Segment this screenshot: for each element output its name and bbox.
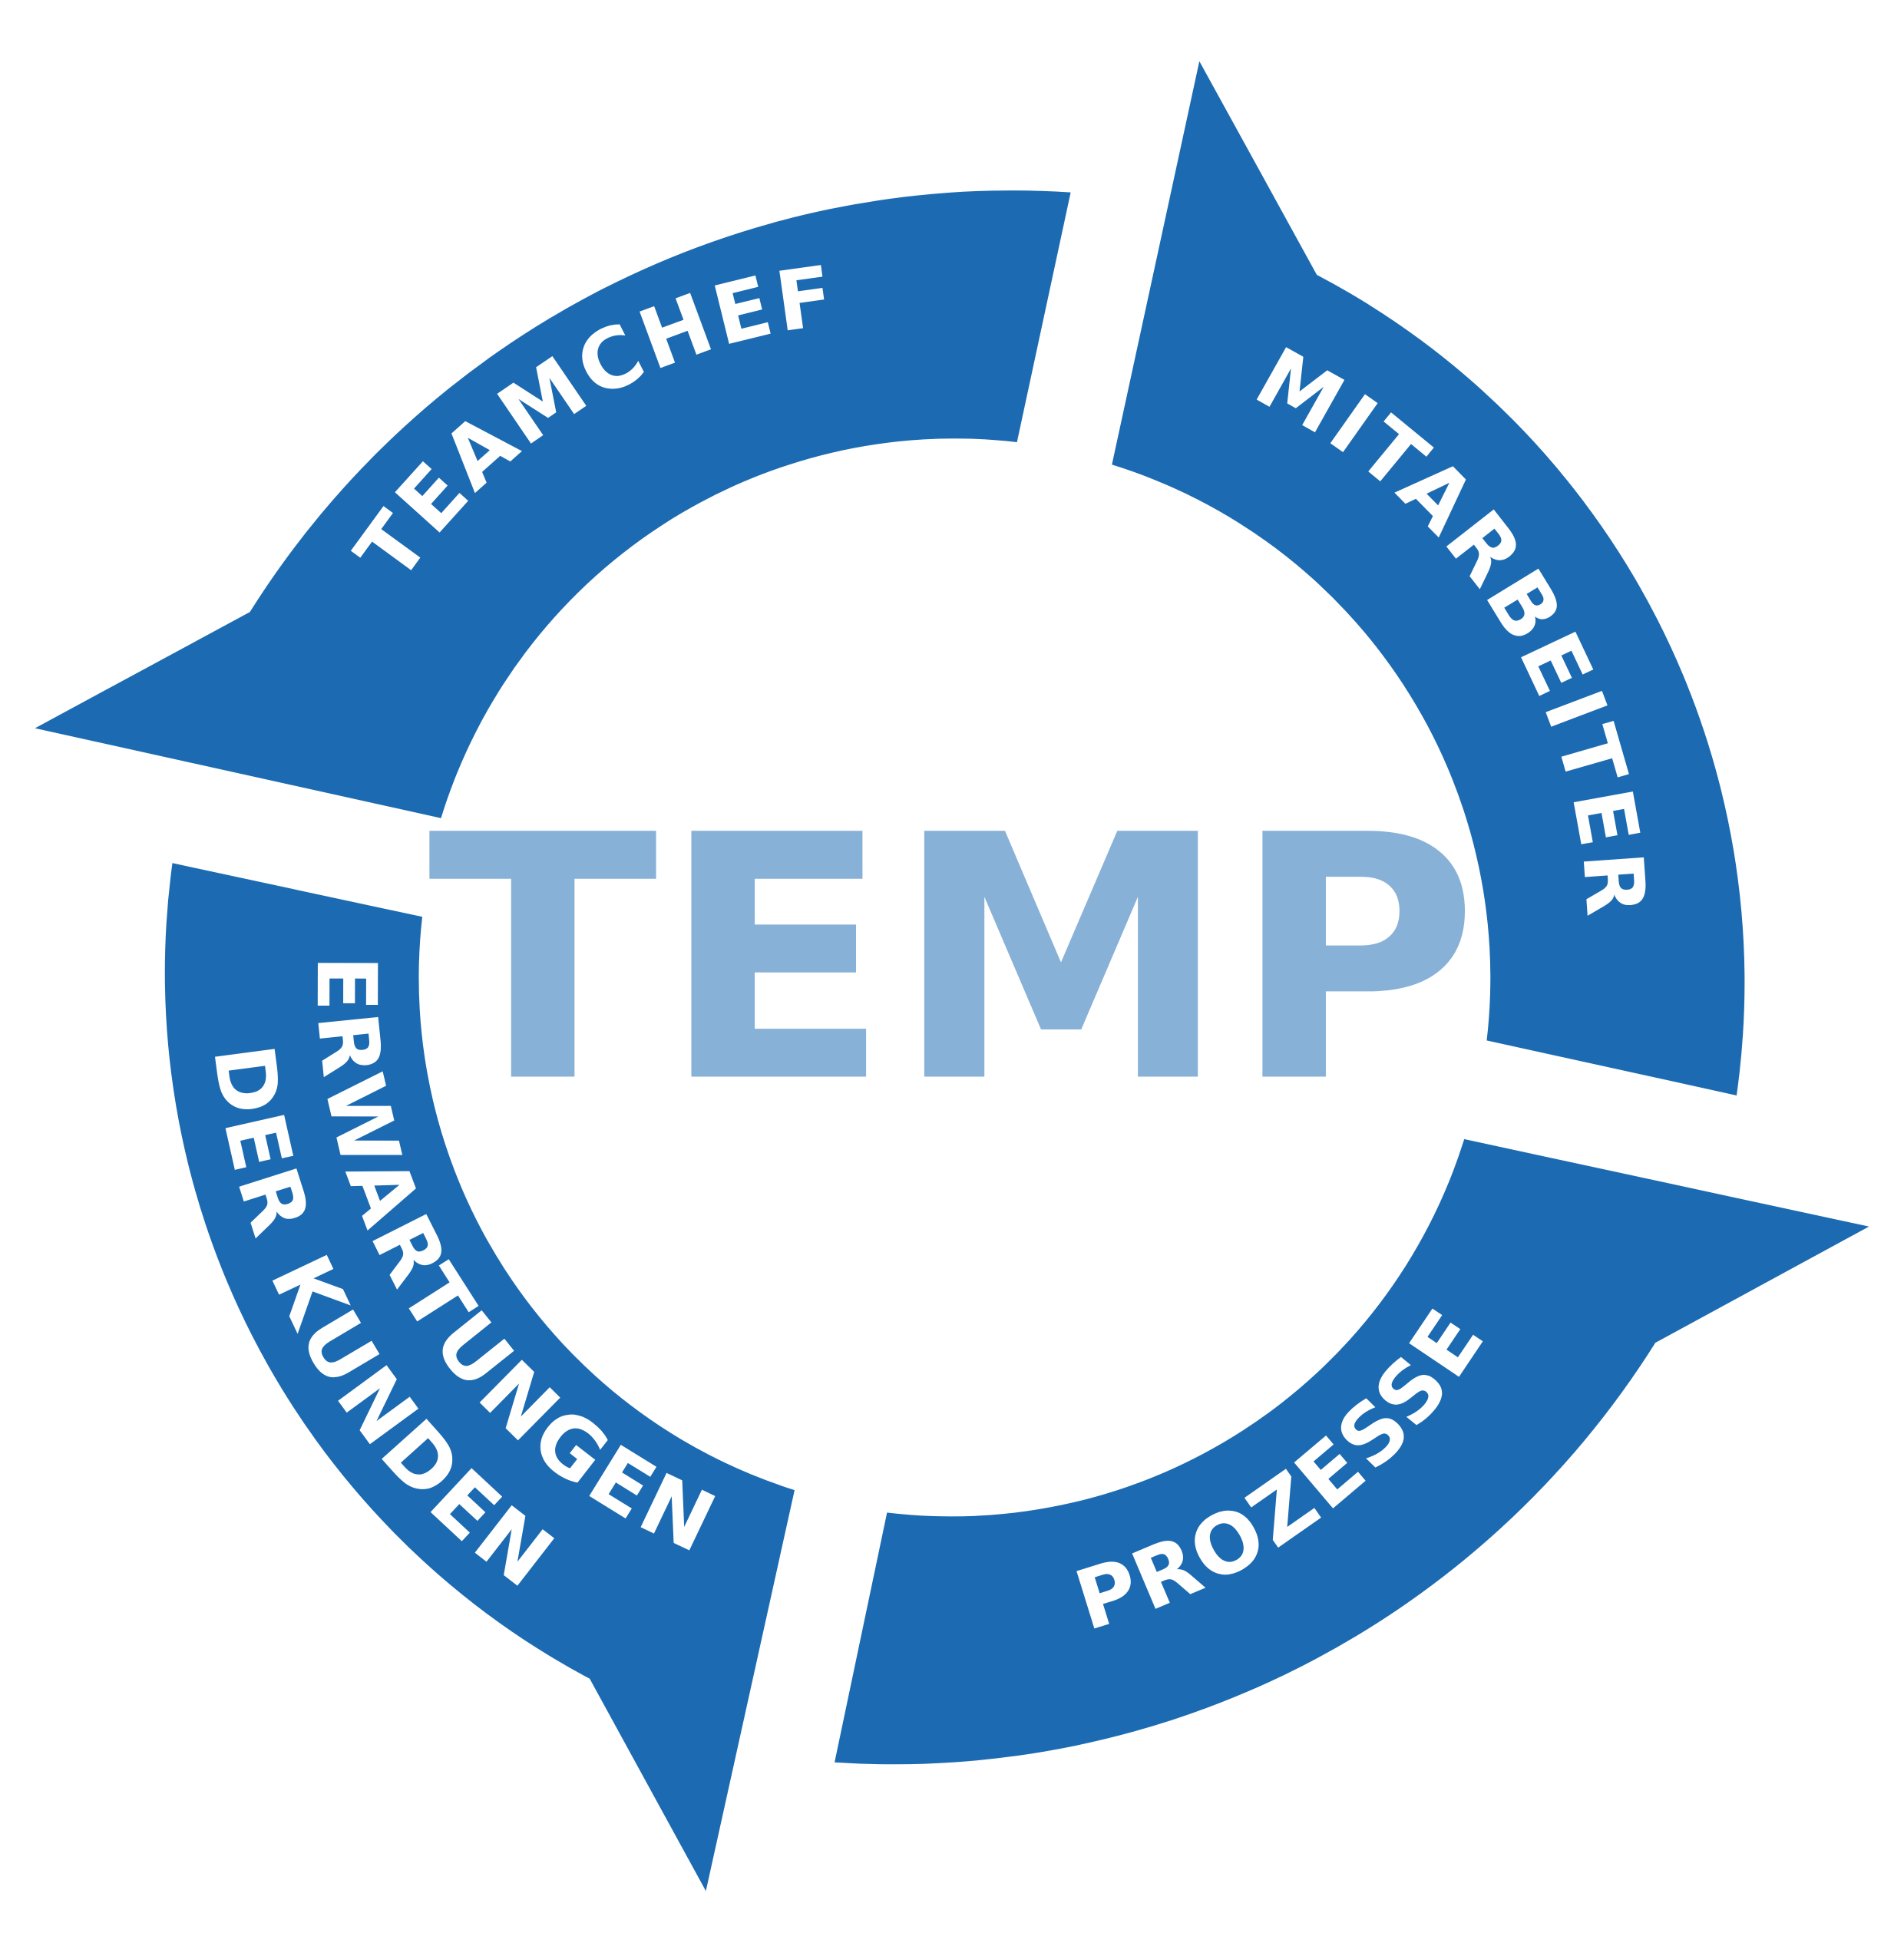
arrow-arc-prozesse [835,1138,1869,1765]
segment-prozesse[interactable]: PROZESSE [835,1138,1869,1765]
center-title: TEMP [428,764,1481,1157]
arrow-arc-mitarbeiter [1112,61,1745,1095]
segment-teamchef[interactable]: TEAMCHEF [35,190,1071,818]
arrow-arc-erwartungen [164,863,795,1892]
arrow-arc-teamchef [35,190,1071,818]
